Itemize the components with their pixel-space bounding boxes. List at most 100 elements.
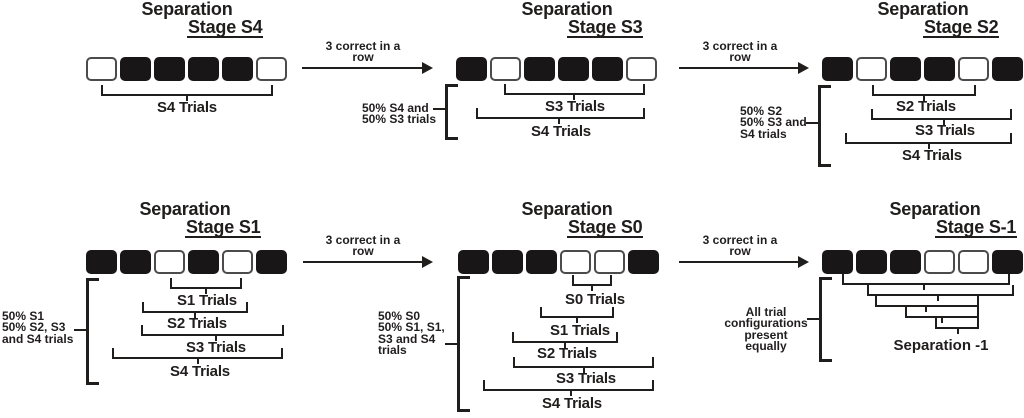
stage-s2-title-underlined: Stage S2 — [923, 16, 1000, 38]
arrow-head-icon-2 — [422, 256, 433, 268]
stage-s3-trial-box-filled — [456, 57, 487, 81]
stage-s-1-bracket-pointer-tick — [941, 318, 943, 323]
stage-s-1-bracket-pointer-tick — [923, 285, 925, 290]
stage-s3-bracket-end-tick — [504, 84, 506, 95]
stage-s-1-title-line1: Separation — [889, 199, 981, 219]
stage-s-1-side-note-line: equally — [745, 339, 787, 354]
stage-s3-bracket-pointer-tick — [558, 119, 560, 124]
stage-s2-title-line1: Separation — [877, 0, 969, 19]
stage-s2-bracket-end-tick — [871, 109, 873, 120]
stage-s2-bracket-label: S3 Trials — [915, 122, 975, 139]
stage-s0-bracket-pointer-tick — [576, 318, 578, 323]
stage-s1-trial-box-empty — [154, 250, 185, 274]
stage-s-1-bracket-line — [935, 327, 979, 329]
stage-s-1-bracket-pointer-tick — [937, 296, 939, 301]
stage-s0-side-note-line: 50% S0 — [378, 309, 421, 323]
stage-s1-bracket-label: S2 Trials — [167, 315, 227, 332]
stage-s0-bracket-line — [540, 316, 614, 318]
stage-s1-trial-box-filled — [188, 250, 219, 274]
stage-s2-side-note-dash — [806, 122, 818, 124]
arrow-label-line: row — [352, 50, 374, 64]
stage-s4-bracket-label: S4 Trials — [157, 99, 217, 116]
stage-s4-trial-box-empty — [256, 57, 287, 81]
stage-s3-side-note-line: 50% S3 trials — [362, 112, 437, 127]
arrow-label-line: 3 correct in a — [702, 39, 778, 53]
stage-s1-side-note-line: and S4 trials — [2, 331, 74, 346]
stage-s3-title-underlined: Stage S3 — [567, 16, 644, 38]
stage-s-1-separation-label: Separation -1 — [893, 337, 989, 354]
stage-s0-trial-box-filled — [628, 250, 659, 274]
stage-s0-bracket-label: S3 Trials — [556, 370, 616, 387]
stage-s2-trial-box-filled — [992, 57, 1023, 81]
stage-s2-side-bracket-top-tick — [818, 85, 831, 88]
stage-s2-bracket-pointer-tick — [928, 144, 930, 149]
stage-s3-side-bracket-vertical — [445, 84, 448, 139]
stage-s3-bracket-line — [504, 93, 645, 95]
stage-s-1-trial-box-empty — [958, 250, 989, 274]
arrow-label-line: row — [729, 244, 751, 258]
stage-s0-side-bracket-top-tick — [457, 276, 470, 279]
stage-s4-trial-box-filled — [188, 57, 219, 81]
stage-s0-bracket-end-tick — [652, 357, 654, 368]
stage-s2-bracket-line — [871, 118, 1012, 120]
stage-s4-title-line1: Separation — [141, 0, 233, 19]
stage-s0-bracket-label: S0 Trials — [565, 291, 625, 308]
stage-s3-bracket-label: S3 Trials — [545, 98, 605, 115]
stage-s-1-bracket-end-tick — [905, 307, 907, 318]
stage-s4-trial-box-filled — [154, 57, 185, 81]
arrow-label-line: row — [352, 244, 374, 258]
stage-s-1-bracket-end-tick — [867, 285, 869, 296]
stage-s3-bracket-end-tick — [476, 108, 478, 119]
stage-s-1-side-bracket-top-tick — [819, 277, 832, 280]
stage-s2-side-bracket-bottom-tick — [818, 164, 831, 167]
stage-s1-bracket-end-tick — [142, 302, 144, 313]
stage-s3-title-line1: Separation — [521, 0, 613, 19]
stage-s1-bracket-label: S4 Trials — [170, 363, 230, 380]
stage-s1-bracket-end-tick — [246, 302, 248, 313]
stage-s2-side-bracket-vertical — [818, 85, 821, 166]
arrow-label-line: 3 correct in a — [325, 39, 401, 53]
stage-s4-title-underlined: Stage S4 — [187, 16, 264, 38]
stage-s0-bracket-line — [512, 341, 618, 343]
stage-s0-bracket-label: S2 Trials — [537, 345, 597, 362]
stage-s-1-bracket-end-tick — [935, 318, 937, 329]
stage-s1-side-note-dash — [74, 329, 86, 331]
stage-s3-bracket-end-tick — [643, 84, 645, 95]
stage-s0-trial-box-filled — [458, 250, 489, 274]
stage-s-1-side-bracket-bottom-tick — [819, 359, 832, 362]
arrow-line-2 — [303, 261, 423, 263]
arrow-line-1 — [679, 67, 799, 69]
stage-s1-trial-box-filled — [86, 250, 117, 274]
stage-s2-trial-box-filled — [924, 57, 955, 81]
stage-s-1-bracket-line — [875, 305, 979, 307]
stage-s2-bracket-pointer-tick — [923, 96, 925, 101]
stage-s1-trial-box-filled — [120, 250, 151, 274]
stage-s0-bracket-pointer-tick — [570, 391, 572, 396]
stage-s1-bracket-pointer-tick — [194, 313, 196, 318]
stage-s0-bracket-line — [483, 389, 654, 391]
stage-s1-side-note-line: 50% S1 — [2, 309, 45, 323]
stage-s1-bracket-pointer-tick — [197, 359, 199, 364]
stage-s1-bracket-end-tick — [281, 348, 283, 359]
stage-s2-trial-box-empty — [958, 57, 989, 81]
arrow-label-line: row — [729, 50, 751, 64]
stage-s1-title-line1: Separation — [139, 199, 231, 219]
stage-s2-bracket-label: S4 Trials — [902, 147, 962, 164]
stage-s0-bracket-label: S4 Trials — [542, 395, 602, 412]
stage-s0-bracket-end-tick — [610, 275, 612, 286]
stage-s3-side-note-line: 50% S4 and — [362, 101, 429, 115]
stage-s-1-bracket-pointer-tick — [925, 307, 927, 312]
stage-s2-side-note-line: 50% S2 — [740, 104, 783, 118]
stage-s1-side-bracket-vertical — [86, 278, 89, 384]
stage-s2-side-note-line: 50% S3 and — [740, 115, 807, 130]
stage-s-1-side-note-line: All trial — [745, 305, 787, 319]
stage-s3-trial-box-empty — [626, 57, 657, 81]
